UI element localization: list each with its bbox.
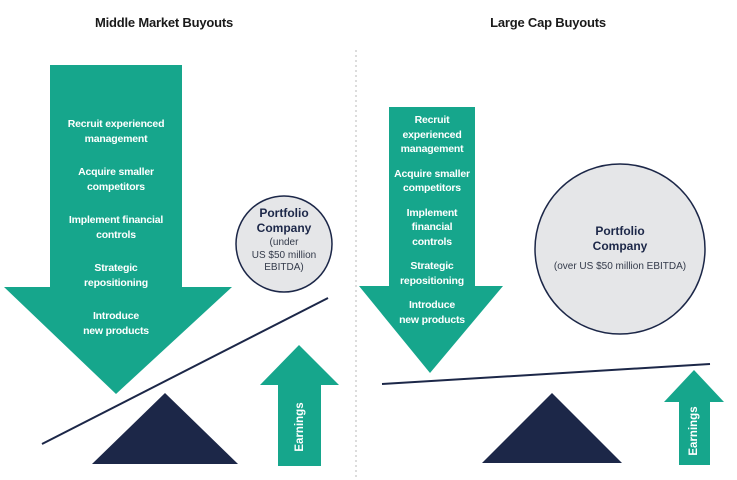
left-action-item: Implement financial controls — [68, 214, 164, 241]
left-portfolio-company-circle — [235, 195, 333, 293]
left-action-item: Introduce new products — [83, 310, 149, 337]
right-earnings-label: Earnings — [688, 406, 700, 456]
left-action-item: Acquire smaller competitors — [78, 166, 154, 193]
right-action-list: Recruit experienced management Acquire s… — [389, 113, 475, 327]
left-value-creation-arrow — [4, 65, 232, 394]
left-action-list: Recruit experienced management Acquire s… — [52, 117, 180, 338]
right-action-item: Acquire smaller competitors — [394, 167, 470, 195]
left-portfolio-company-label: Portfolio Company (under US $50 million … — [240, 206, 328, 275]
right-action-item: Recruit experienced management — [400, 114, 464, 155]
right-action-item: Introduce new products — [399, 299, 465, 326]
right-earnings-arrow — [664, 370, 724, 465]
right-company-subtitle: (over US $50 million EBITDA) — [553, 261, 687, 272]
right-portfolio-company-label: Portfolio Company (over US $50 million E… — [545, 224, 695, 274]
left-balance-beam — [41, 297, 329, 445]
left-action-item: Strategic repositioning — [84, 262, 148, 289]
left-earnings-label: Earnings — [294, 402, 306, 452]
right-value-creation-arrow — [359, 107, 503, 373]
right-fulcrum-triangle — [482, 393, 622, 463]
right-panel-title: Large Cap Buyouts — [490, 15, 606, 30]
left-company-title: Portfolio Company — [256, 206, 312, 235]
left-earnings-arrow — [260, 345, 339, 466]
right-portfolio-company-circle — [534, 163, 706, 335]
left-panel-title: Middle Market Buyouts — [94, 15, 234, 30]
left-fulcrum-triangle — [92, 393, 238, 464]
left-company-subtitle: (under US $50 million EBITDA) — [251, 237, 317, 273]
right-company-title: Portfolio Company — [592, 224, 648, 253]
left-action-item: Recruit experienced management — [67, 118, 165, 145]
right-balance-beam — [381, 363, 711, 385]
right-action-item: Implement financial controls — [406, 206, 458, 248]
right-action-item: Strategic repositioning — [400, 260, 464, 287]
